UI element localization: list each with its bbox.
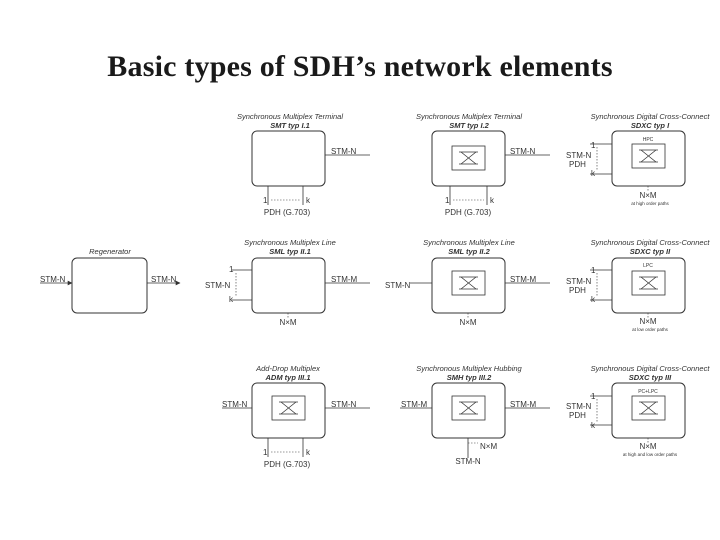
element-caption: Add-Drop Multiplex <box>255 364 320 373</box>
cross-connect-icon <box>639 276 658 290</box>
port-label: STM-N <box>566 151 592 160</box>
port-label: N×M <box>639 317 656 326</box>
inner-label: LPC <box>643 263 653 269</box>
element-type: SDXC typ I <box>631 121 670 130</box>
port-label: PDH <box>569 411 586 420</box>
cross-connect-icon <box>459 401 478 415</box>
cross-connect-icon <box>639 149 658 163</box>
port-label: PDH <box>569 160 586 169</box>
element-caption: Synchronous Multiplex Line <box>244 238 336 247</box>
element-smh-typ-iii2: Synchronous Multiplex Hubbing SMH typ II… <box>400 364 550 466</box>
port-label: k <box>591 169 596 178</box>
element-adm-typ-iii1: Add-Drop Multiplex ADM typ III.1 STM-N S… <box>222 364 370 469</box>
port-label: 1 <box>263 196 268 205</box>
port-label: N×M <box>279 318 296 327</box>
port-label: PDH (G.703) <box>445 208 492 217</box>
element-type: SMT typ I.1 <box>270 121 310 130</box>
element-sdxc-typ-iii: Synchronous Digital Cross-Connect SDXC t… <box>566 364 710 457</box>
element-type: SML typ II.2 <box>448 247 490 256</box>
element-caption: Synchronous Multiplex Terminal <box>237 112 343 121</box>
port-label: k <box>591 421 596 430</box>
element-type: SDXC typ III <box>629 373 672 382</box>
port-label: STM-N <box>222 400 248 409</box>
element-caption: Synchronous Multiplex Terminal <box>416 112 522 121</box>
page-title: Basic types of SDH’s network elements <box>107 50 613 83</box>
port-label: STM-M <box>331 275 358 284</box>
note-label: at low order paths <box>632 327 669 332</box>
port-label: k <box>229 295 234 304</box>
cross-connect-icon <box>279 401 298 415</box>
port-label: STM-N <box>331 147 357 156</box>
cross-connect-icon <box>639 401 658 415</box>
port-label: 1 <box>591 266 596 275</box>
port-label: 1 <box>445 196 450 205</box>
port-label: STM-M <box>401 400 428 409</box>
element-box <box>251 130 326 187</box>
element-caption: Regenerator <box>89 247 131 256</box>
cross-connect-icon <box>459 151 478 165</box>
element-caption: Synchronous Digital Cross-Connect <box>591 112 711 121</box>
element-caption: Synchronous Digital Cross-Connect <box>591 364 711 373</box>
port-label: STM-N <box>40 275 66 284</box>
port-label: 1 <box>263 448 268 457</box>
port-label: STM-N <box>151 275 177 284</box>
element-type: SDXC typ II <box>630 247 671 256</box>
port-label: 1 <box>591 141 596 150</box>
port-label: STM-N <box>510 147 536 156</box>
port-label: N×M <box>639 442 656 451</box>
port-label: STM-N <box>385 281 411 290</box>
port-label: STM-N <box>455 457 481 466</box>
element-caption: Synchronous Multiplex Line <box>423 238 515 247</box>
port-label: PDH (G.703) <box>264 208 311 217</box>
element-regenerator: Regenerator STM-N STM-N <box>40 247 181 314</box>
element-type: SMH typ III.2 <box>447 373 492 382</box>
port-label: N×M <box>459 318 476 327</box>
element-sdxc-typ-i: Synchronous Digital Cross-Connect SDXC t… <box>566 112 710 206</box>
port-label: STM-N <box>331 400 357 409</box>
element-type: SML typ II.1 <box>269 247 311 256</box>
element-sml-typ-ii2: Synchronous Multiplex Line SML typ II.2 … <box>385 238 550 327</box>
port-label: PDH <box>569 286 586 295</box>
port-label: k <box>306 196 311 205</box>
inner-label: PC+LPC <box>638 389 658 395</box>
port-label: k <box>591 295 596 304</box>
port-label: STM-M <box>510 275 537 284</box>
port-label: k <box>490 196 495 205</box>
port-label: k <box>306 448 311 457</box>
port-label: 1 <box>591 392 596 401</box>
element-caption: Synchronous Multiplex Hubbing <box>416 364 522 373</box>
port-label: STM-M <box>510 400 537 409</box>
port-label: N×M <box>480 442 497 451</box>
cross-connect-icon <box>459 276 478 290</box>
element-type: ADM typ III.1 <box>264 373 310 382</box>
note-label: at high order paths <box>631 201 669 206</box>
port-label: PDH (G.703) <box>264 460 311 469</box>
element-box <box>251 257 326 314</box>
element-type: SMT typ I.2 <box>449 121 489 130</box>
port-label: STM-N <box>566 277 592 286</box>
element-box <box>71 257 148 314</box>
port-label: STM-N <box>205 281 231 290</box>
note-label: at high and low order paths <box>623 452 678 457</box>
matrix-box <box>451 395 486 421</box>
element-smt-typ-i1: Synchronous Multiplex Terminal SMT typ I… <box>237 112 370 217</box>
element-caption: Synchronous Digital Cross-Connect <box>591 238 711 247</box>
element-sdxc-typ-ii: Synchronous Digital Cross-Connect SDXC t… <box>566 238 710 332</box>
inner-label: HPC <box>643 137 654 143</box>
element-smt-typ-i2: Synchronous Multiplex Terminal SMT typ I… <box>416 112 550 217</box>
port-label: STM-N <box>566 402 592 411</box>
port-label: N×M <box>639 191 656 200</box>
port-label: 1 <box>229 265 234 274</box>
matrix-box <box>451 145 486 171</box>
element-sml-typ-ii1: Synchronous Multiplex Line SML typ II.1 … <box>205 238 370 327</box>
